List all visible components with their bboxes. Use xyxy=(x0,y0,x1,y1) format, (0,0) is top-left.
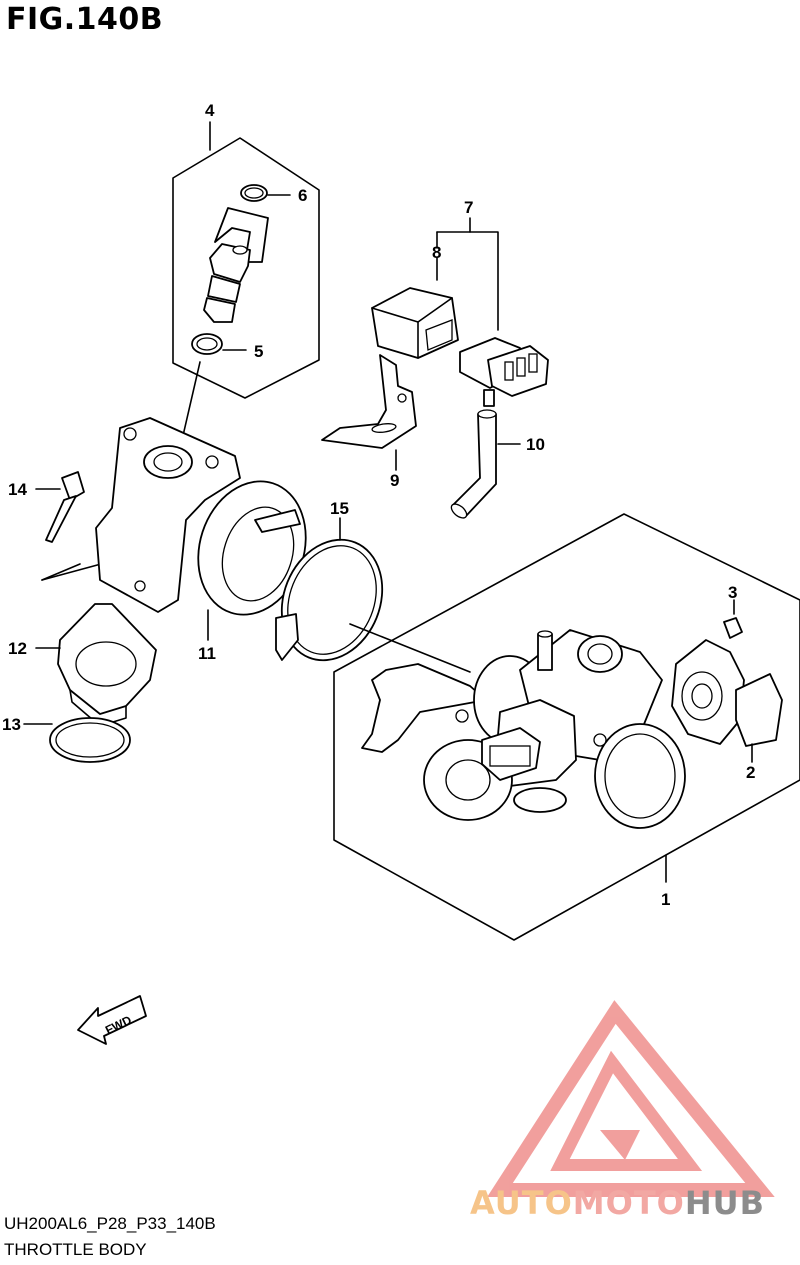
figure-title: FIG.140B xyxy=(6,2,164,37)
part-10-hose xyxy=(450,409,521,519)
callout-3: 3 xyxy=(728,583,737,602)
part-5-o-ring xyxy=(191,333,247,355)
callout-2: 2 xyxy=(746,763,755,782)
callout-5: 5 xyxy=(254,342,263,361)
part-9-bracket xyxy=(321,354,417,471)
callout-4: 4 xyxy=(205,101,215,120)
svg-text:AUTOMOTOHUB: AUTOMOTOHUB xyxy=(470,1184,765,1222)
part-6-o-ring xyxy=(240,184,291,202)
part-14-bolt xyxy=(35,471,85,543)
part-4-injector xyxy=(203,207,269,323)
diagram-name: THROTTLE BODY xyxy=(4,1240,147,1259)
part-7-sensor xyxy=(459,337,549,407)
part-2-tp-sensor xyxy=(671,639,783,763)
diagram-code: UH200AL6_P28_P33_140B xyxy=(4,1214,216,1233)
callout-1: 1 xyxy=(661,890,670,909)
watermark-hub: HUB xyxy=(685,1184,765,1222)
fwd-direction-arrow: FWD xyxy=(77,995,147,1045)
callout-10: 10 xyxy=(526,435,545,454)
callout-9: 9 xyxy=(390,471,399,490)
callout-13: 13 xyxy=(2,715,21,734)
throttle-body-group-box xyxy=(333,513,800,941)
sensor-group-bracket xyxy=(436,217,499,331)
callout-labels: 1 2 3 4 5 6 7 8 9 10 11 12 13 14 15 xyxy=(2,101,755,909)
part-11-intake-pipe xyxy=(95,417,307,641)
part-15-clamp xyxy=(275,517,384,662)
callout-8: 8 xyxy=(432,243,441,262)
callout-6: 6 xyxy=(298,186,307,205)
part-13-o-ring xyxy=(23,717,131,763)
part-1-throttle-body xyxy=(361,629,686,829)
part-8-rubber-cover xyxy=(371,287,459,359)
watermark-auto: AUTO xyxy=(470,1184,573,1222)
watermark-text: AUTOMOTOHUB xyxy=(470,1184,765,1222)
part-12-insulator xyxy=(35,603,157,727)
callout-12: 12 xyxy=(8,639,27,658)
callout-7: 7 xyxy=(464,198,473,217)
callout-14: 14 xyxy=(8,480,27,499)
callout-11: 11 xyxy=(198,644,216,663)
part-3-screw xyxy=(723,599,743,639)
callout-15: 15 xyxy=(330,499,349,518)
watermark-logo xyxy=(487,1000,775,1197)
injector-group-box xyxy=(172,121,320,399)
watermark-moto: MOTO xyxy=(573,1184,685,1222)
